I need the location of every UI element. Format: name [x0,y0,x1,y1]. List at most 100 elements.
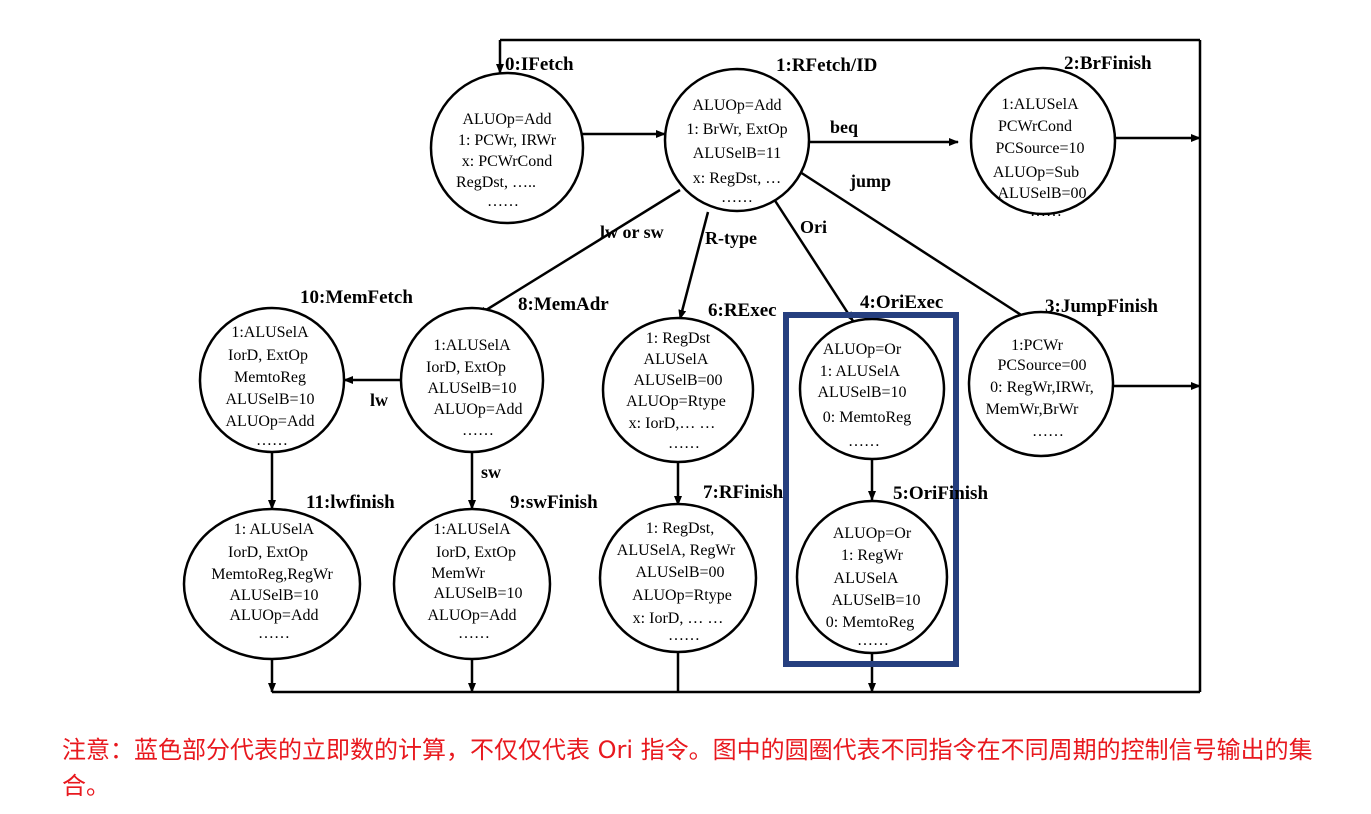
state-line: MemWr,BrWr [986,401,1079,418]
state-line: ALUSelA, RegWr [617,542,736,559]
state-line: ALUOp=Add [692,97,781,114]
state-line: ALUSelB=00 [633,372,722,389]
state-circle-oriexec [798,317,946,461]
state-line: x: PCWrCond [462,153,552,170]
edge-label-r-type: R-type [705,228,757,248]
state-title-jumpfinish: 3:JumpFinish [1045,296,1158,317]
state-line: ALUSelB=10 [427,380,516,397]
state-line: 1:ALUSelA [1001,96,1079,113]
state-line: PCSource=10 [995,140,1084,157]
state-line: 1: PCWr, IRWr [458,132,557,149]
state-line: PCSource=00 [997,357,1086,374]
state-line: 0: MemtoReg [823,409,911,426]
state-circle-rfinish [598,502,758,654]
state-line: …… [848,433,880,450]
state-line: 0: RegWr,IRWr, [990,379,1094,396]
state-line: ALUOp=Add [427,607,516,624]
state-line: 1: RegDst, [646,520,714,537]
state-line: ALUSelB=10 [817,384,906,401]
state-line: ALUSelB=10 [831,592,920,609]
state-line: MemtoReg [234,369,306,386]
state-line: ALUSelA [834,570,899,587]
state-title-rfetch: 1:RFetch/ID [776,55,877,76]
state-title-ifetch: 0:IFetch [505,54,574,75]
edge-label-sw: sw [481,462,501,482]
state-line: IorD, ExtOp [436,544,516,561]
state-circle-ifetch [429,71,585,225]
ori-highlight-box [783,312,959,667]
state-line: ALUSelB=10 [225,391,314,408]
state-line: x: RegDst, … [693,170,781,187]
state-circle-lwfinish [182,507,362,661]
state-circle-rexec [601,316,755,464]
state-circle-memfetch [198,306,346,454]
state-line: ALUOp=Add [462,111,551,128]
state-line: ALUOp=Add [229,607,318,624]
edge-label-lw-or-sw: lw or sw [600,222,664,242]
state-line: IorD, ExtOp [426,359,506,376]
state-line: 1: RegDst [646,330,711,347]
state-line: ALUOp=Or [833,525,912,542]
state-line: PCWrCond [998,118,1072,135]
edge-label-lw: lw [370,390,388,410]
state-line: ALUSelB=00 [635,564,724,581]
state-line: …… [1032,423,1064,440]
state-title-rexec: 6:RExec [708,300,777,321]
state-line: …… [462,422,494,439]
state-line: 1:ALUSelA [433,337,511,354]
state-line: ALUSelB=10 [433,585,522,602]
state-line: 1: BrWr, ExtOp [686,121,787,138]
state-title-oriexec: 4:OriExec [860,292,943,313]
state-circle-brfinish [969,66,1117,216]
state-line: …… [1030,203,1062,220]
edge-label-beq: beq [830,117,858,137]
fsm-diagram: 0:IFetch 1:RFetch/ID 2:BrFinish 3:JumpFi… [182,38,1202,694]
state-line: IorD, ExtOp [228,347,308,364]
state-title-swfinish: 9:swFinish [510,492,598,513]
state-title-brfinish: 2:BrFinish [1064,53,1152,74]
edge-s1-lwsw-s8 [477,188,681,317]
edge-label-ori: Ori [800,217,827,237]
state-circle-rfetch [663,67,811,213]
state-line: …… [668,627,700,644]
edge-label-jump: jump [849,171,891,191]
state-line: 0: MemtoReg [826,614,914,631]
edge-s1-rtype-s6 [678,211,710,320]
state-line: …… [458,625,490,642]
state-line: MemtoReg,RegWr [211,566,333,583]
note-text: 注意：蓝色部分代表的立即数的计算，不仅仅代表 Ori 指令。图中的圆圈代表不同指… [62,736,1313,800]
state-line: 1:ALUSelA [433,521,511,538]
state-line: IorD, ExtOp [228,544,308,561]
state-line: ALUOp=Add [225,413,314,430]
state-line: ALUOp=Add [433,401,522,418]
state-line: RegDst, ….. [456,174,536,191]
state-line: ALUOp=Or [823,341,902,358]
state-line: 1: ALUSelA [820,363,901,380]
edge-s1-ori-s4 [770,195,855,322]
state-line: ALUOp=Rtype [626,393,726,410]
state-title-memfetch: 10:MemFetch [300,287,413,308]
state-title-memadr: 8:MemAdr [518,294,609,315]
state-line: 1:ALUSelA [231,324,309,341]
state-line: x: IorD,… … [629,415,716,432]
state-circle-memadr [399,306,545,454]
state-line: …… [258,625,290,642]
transition-edges [268,38,1202,694]
state-line: 1: ALUSelA [234,521,315,538]
state-line: MemWr [431,565,485,582]
state-line: ALUOp=Sub [993,164,1079,181]
state-circle-jumpfinish [967,310,1115,458]
state-title-lwfinish: 11:lwfinish [306,492,395,513]
state-line: …… [256,432,288,449]
state-line: x: IorD, … … [633,610,724,627]
state-title-rfinish: 7:RFinish [703,482,784,503]
state-line: 1:PCWr [1011,337,1063,354]
state-line: …… [668,435,700,452]
state-circle-orifinish [795,499,949,655]
state-circle-swfinish [392,507,552,661]
state-line: 1: RegWr [841,547,904,564]
state-line: ALUSelB=00 [997,185,1086,202]
state-line: ALUOp=Rtype [632,587,732,604]
state-line: ALUSelB=10 [229,587,318,604]
edge-s1-jump-s3 [799,170,1033,324]
